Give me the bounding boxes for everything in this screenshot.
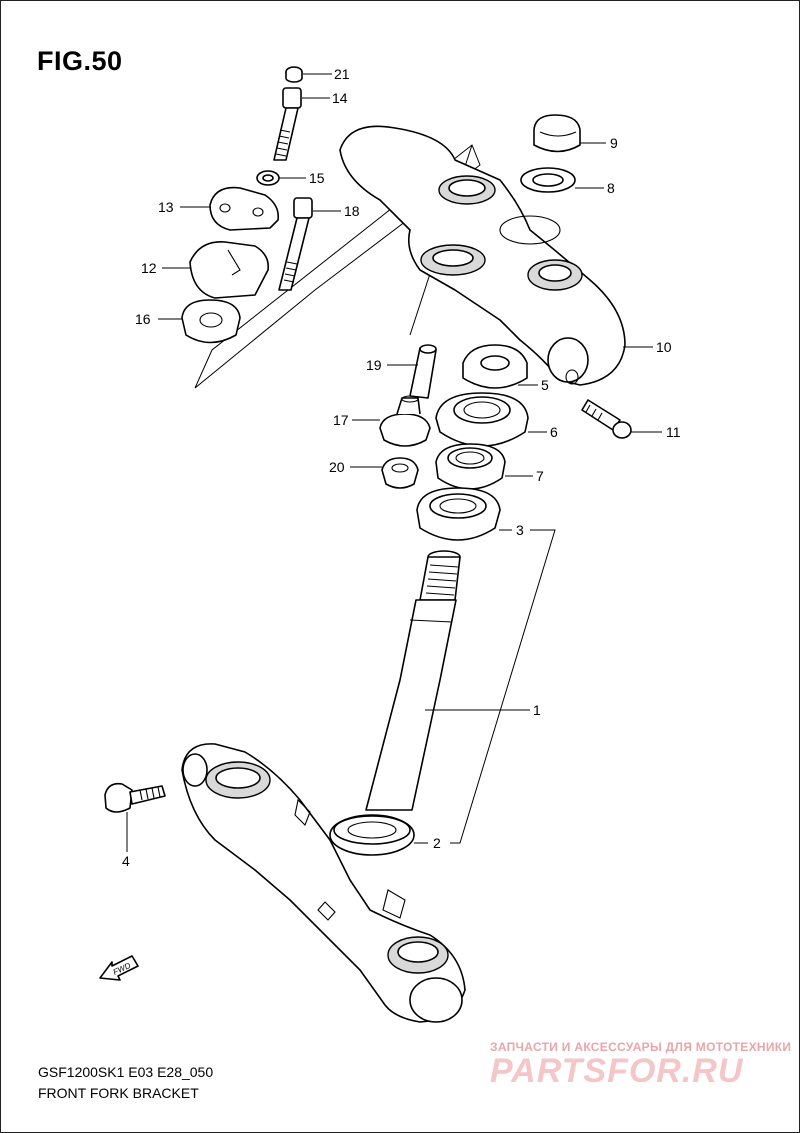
callout-10: 10 — [656, 339, 672, 355]
model-code: GSF1200SK1 E03 E28_050 — [38, 1064, 214, 1080]
part-16-cushion[interactable] — [181, 299, 241, 344]
part-21-cap[interactable] — [285, 66, 303, 83]
part-13-upper-holder[interactable] — [209, 186, 280, 231]
part-1-steering-stem[interactable] — [365, 550, 461, 811]
part-20-nut[interactable] — [381, 457, 419, 489]
part-17-cushion[interactable] — [379, 395, 431, 447]
callout-9: 9 — [610, 135, 618, 151]
leader-lines — [126, 73, 662, 852]
callout-2: 2 — [433, 835, 441, 851]
callout-5: 5 — [541, 377, 549, 393]
part-8-washer[interactable] — [520, 167, 576, 193]
callout-15: 15 — [309, 170, 325, 186]
part-14-bolt[interactable] — [273, 87, 302, 161]
callout-18: 18 — [344, 203, 360, 219]
callout-labels: 21 14 9 15 8 13 18 12 16 10 19 5 17 6 11… — [122, 66, 681, 869]
callout-16: 16 — [135, 311, 151, 327]
callout-13: 13 — [158, 199, 174, 215]
callout-20: 20 — [329, 459, 345, 475]
figure-title: FIG.50 — [37, 46, 123, 76]
callout-21: 21 — [334, 66, 350, 82]
part-12-lower-holder[interactable] — [189, 241, 270, 299]
callout-1: 1 — [533, 702, 541, 718]
part-11-bolt[interactable] — [581, 399, 632, 439]
part-5-locknut[interactable] — [462, 344, 528, 389]
lower-bracket[interactable] — [181, 743, 466, 1023]
part-6-cover[interactable] — [435, 392, 529, 447]
part-19-collar[interactable] — [409, 344, 437, 399]
figure-caption: FRONT FORK BRACKET — [38, 1085, 199, 1101]
part-4-bolt[interactable] — [104, 782, 166, 813]
callout-7: 7 — [536, 468, 544, 484]
callout-11: 11 — [666, 424, 681, 440]
part-10-upper-bracket[interactable] — [339, 125, 626, 386]
part-3-bearing-race[interactable] — [416, 487, 501, 541]
callout-17: 17 — [333, 412, 349, 428]
part-15-washer[interactable] — [256, 170, 280, 186]
callout-3: 3 — [516, 522, 524, 538]
watermark-subtitle: ЗАПЧАСТИ И АКСЕССУАРЫ ДЛЯ МОТОТЕХНИКИ — [490, 1040, 792, 1054]
callout-6: 6 — [550, 424, 558, 440]
subassembly-outline — [194, 144, 481, 389]
fwd-arrow-icon: FWD — [99, 955, 139, 981]
part-9-nut[interactable] — [533, 114, 581, 153]
callout-19: 19 — [366, 357, 382, 373]
part-18-bolt[interactable] — [278, 197, 313, 291]
callout-12: 12 — [141, 260, 157, 276]
callout-8: 8 — [607, 180, 615, 196]
callout-4: 4 — [122, 853, 130, 869]
callout-14: 14 — [332, 90, 348, 106]
part-2-seal[interactable] — [329, 814, 415, 856]
watermark-brand: PARTSFOR.RU — [490, 1052, 744, 1090]
part-7-bearing[interactable] — [435, 443, 506, 490]
